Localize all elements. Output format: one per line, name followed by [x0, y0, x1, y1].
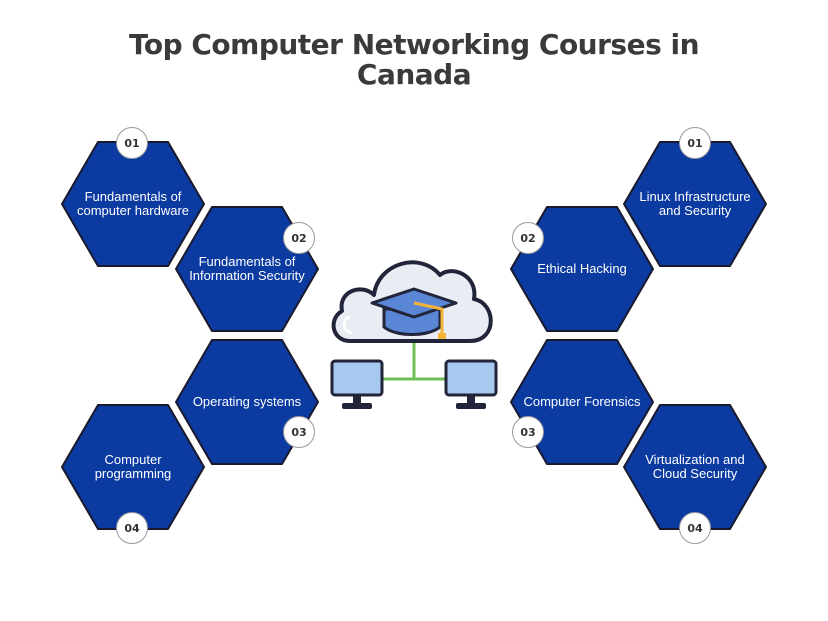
course-number-badge: 02 — [512, 222, 544, 254]
course-label: Ethical Hacking — [537, 261, 627, 276]
course-number-badge: 04 — [679, 512, 711, 544]
network-illustration — [328, 245, 500, 422]
course-hex-right-04: Virtualization and Cloud Security — [622, 403, 768, 531]
graduation-cap-icon — [370, 287, 458, 339]
course-hex-left-01: Fundamentals of computer hardware — [60, 140, 206, 268]
course-label: Computer Forensics — [523, 394, 641, 409]
course-label: Fundamentals of Information Security — [189, 254, 305, 283]
monitor-icon — [330, 359, 384, 409]
course-label: Operating systems — [192, 394, 302, 409]
course-hex-right-02: Ethical Hacking — [509, 205, 655, 333]
course-label: Virtualization and Cloud Security — [645, 452, 745, 481]
course-hex-right-01: Linux Infrastructure and Security — [622, 140, 768, 268]
monitor-icon — [444, 359, 498, 409]
page-title: Top Computer Networking Courses in Canad… — [0, 30, 828, 90]
course-label: Fundamentals of computer hardware — [77, 189, 189, 218]
title-line-1: Top Computer Networking Courses in — [128, 28, 700, 61]
network-link-icon — [380, 341, 448, 381]
course-label: Linux Infrastructure and Security — [639, 189, 751, 218]
course-number-badge: 03 — [512, 416, 544, 448]
course-hex-left-02: Fundamentals of Information Security — [174, 205, 320, 333]
course-number-badge: 01 — [679, 127, 711, 159]
course-hex-left-04: Computer programming — [60, 403, 206, 531]
title-line-2: Canada — [356, 58, 472, 91]
course-hex-right-03: Computer Forensics — [509, 338, 655, 466]
course-number-badge: 02 — [283, 222, 315, 254]
course-hex-left-03: Operating systems — [174, 338, 320, 466]
course-label: Computer programming — [94, 452, 172, 481]
course-number-badge: 01 — [116, 127, 148, 159]
course-number-badge: 04 — [116, 512, 148, 544]
course-number-badge: 03 — [283, 416, 315, 448]
